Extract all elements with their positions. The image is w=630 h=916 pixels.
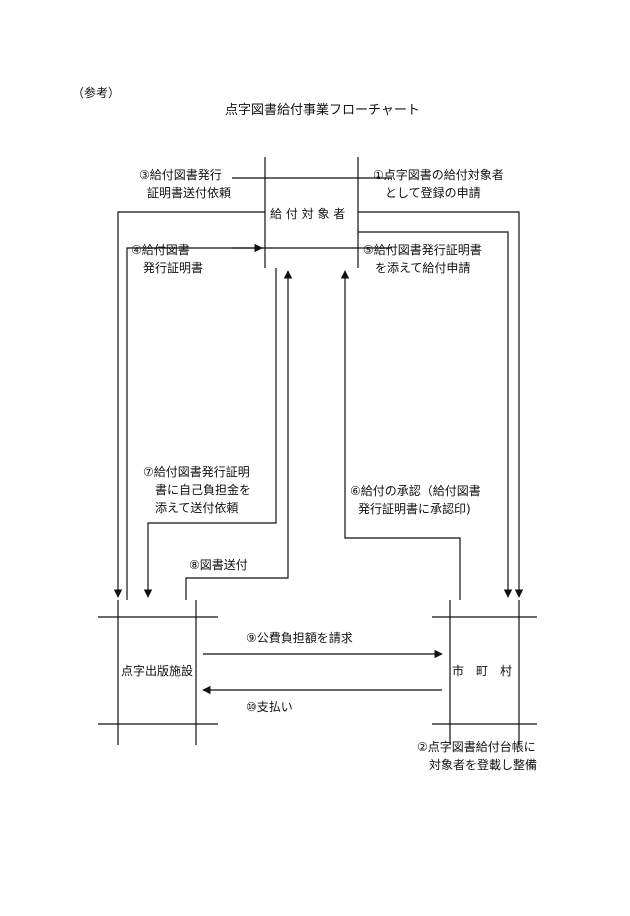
arrow-step-1 — [358, 211, 524, 598]
step-2-line-1: ②点字図書給付台帳に — [417, 740, 536, 754]
arrow-step-3 — [113, 211, 265, 598]
step-1-line-2: として登録の申請 — [385, 186, 481, 200]
arrow-step-6 — [340, 270, 461, 600]
step-3-label: ③給付図書発行 証明書送付依頼 — [139, 166, 231, 202]
step-8-label: ⑧図書送付 — [189, 556, 248, 574]
step-1-line-1: ①点字図書の給付対象者 — [373, 168, 504, 182]
facility-node-frame — [98, 600, 218, 745]
step-6-line-2: 発行証明書に承認印) — [358, 502, 471, 516]
step-3-line-2: 証明書送付依頼 — [147, 186, 232, 200]
step-9-label: ⑨公費負担額を請求 — [246, 629, 353, 647]
page-title: 点字図書給付事業フローチャート — [225, 103, 420, 118]
arrow-step-7 — [143, 268, 277, 598]
step-7-line-2: 書に自己負担金を — [155, 483, 252, 497]
step-6-label: ⑥給付の承認（給付図書 発行証明書に承認印) — [350, 482, 481, 518]
arrow-step-5 — [358, 231, 513, 598]
step-5-label: ⑤給付図書発行証明書 を添えて給付申請 — [363, 241, 482, 277]
step-8-line-1: ⑧図書送付 — [189, 558, 248, 572]
step-5-line-2: を添えて給付申請 — [375, 261, 471, 275]
step-10-line-1: ⑩支払い — [246, 700, 293, 714]
step-7-line-3: 添えて送付依頼 — [155, 501, 239, 515]
step-4-label: ④給付図書 発行証明書 — [131, 241, 203, 277]
step-2-label: ②点字図書給付台帳に 対象者を登載し整備 — [417, 738, 537, 774]
step-2-line-2: 対象者を登載し整備 — [429, 758, 538, 772]
municipality-node-frame — [432, 600, 537, 745]
step-1-label: ①点字図書の給付対象者 として登録の申請 — [373, 166, 504, 202]
step-3-line-1: ③給付図書発行 — [139, 168, 222, 182]
step-7-label: ⑦給付図書発行証明 書に自己負担金を 添えて送付依頼 — [143, 463, 251, 517]
municipality-node-label: 市 町 村 — [452, 664, 513, 678]
arrow-step-8 — [185, 270, 293, 600]
recipient-node-label: 給 付 対 象 者 — [270, 207, 346, 221]
step-4-line-2: 発行証明書 — [143, 261, 204, 275]
step-9-line-1: ⑨公費負担額を請求 — [246, 631, 353, 645]
step-10-label: ⑩支払い — [246, 698, 293, 716]
arrow-step-4 — [126, 243, 263, 600]
step-7-line-1: ⑦給付図書発行証明 — [143, 465, 250, 479]
step-5-line-1: ⑤給付図書発行証明書 — [363, 243, 482, 257]
step-6-line-1: ⑥給付の承認（給付図書 — [350, 484, 481, 498]
reference-label: （参考） — [72, 86, 121, 100]
step-4-line-1: ④給付図書 — [131, 243, 190, 257]
facility-node-label: 点字出版施設 — [121, 664, 194, 678]
